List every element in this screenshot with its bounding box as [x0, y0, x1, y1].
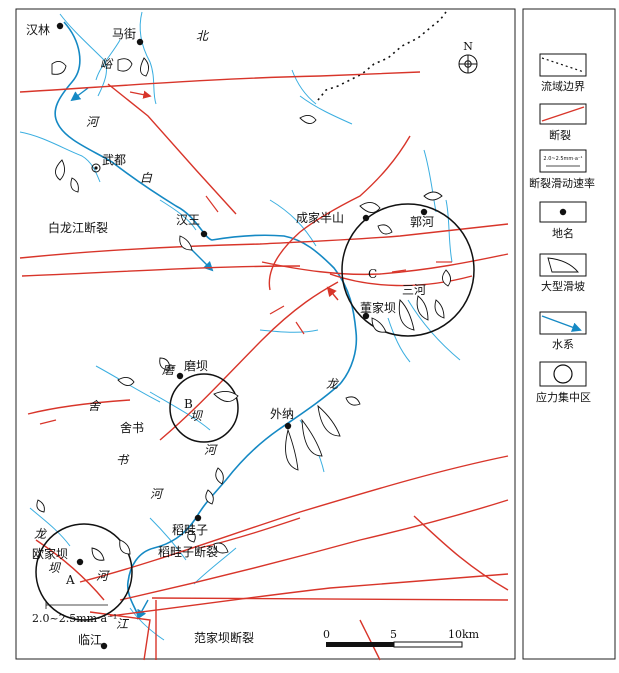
place-label-sanhe: 三河 [402, 283, 426, 297]
river-char-ba: 坝 [190, 409, 204, 423]
river-flow-arrow-3 [137, 599, 149, 620]
stress-zone-c-label: C [368, 267, 377, 281]
place-wudu-marker [91, 163, 101, 173]
fault-label-daoweizi: 稻畦子断裂 [158, 544, 218, 559]
place-label-dongjiaba: 董家坝 [360, 300, 396, 315]
river-char-he-2: 河 [204, 443, 218, 457]
bailong-river [54, 21, 358, 617]
fault-label-bailongjiang: 白龙江断裂 [48, 220, 108, 235]
place-dots [56, 22, 428, 650]
river-char-long-1: 龙 [326, 377, 340, 391]
fault-slip-indicators [39, 90, 452, 425]
river-char-yu: 峪 [100, 57, 114, 71]
place-label-waina: 外纳 [270, 407, 294, 421]
river-char-he-4: 河 [96, 569, 110, 583]
place-label-guohe: 郭河 [410, 215, 434, 229]
place-label-daoweizi: 稻畦子 [172, 523, 208, 537]
scale-mid: 5 [390, 628, 397, 641]
north-label: N [463, 40, 473, 53]
place-label-wudu: 武都 [102, 153, 126, 167]
river-char-she: 舍 [88, 399, 102, 413]
scale-end: 10km [448, 628, 480, 641]
place-label-chengjiabanshan: 成家半山 [296, 210, 344, 225]
stress-zone-c [341, 203, 475, 337]
river-char-bei: 北 [196, 29, 210, 43]
legend-label-rate: 断裂滑动速率 [529, 176, 595, 190]
place-label-sheshu: 舍书 [120, 420, 144, 435]
place-labels: 汉林 马街 武都 汉王 成家半山 郭河 三河 董家坝 磨坝 外纳 舍书 稻畦子 … [26, 23, 434, 647]
legend-label-landslide: 大型滑坡 [541, 279, 585, 293]
scale-zero: 0 [323, 628, 330, 641]
river-labels: 北 峪 河 白 磨 坝 河 舍 书 龙 河 龙 坝 河 江 [34, 29, 340, 631]
river-char-mo: 磨 [162, 363, 176, 377]
legend-label-fault: 断裂 [549, 128, 571, 142]
legend: 流域边界 断裂 2.0~2.5mm·a⁻¹ 断裂滑动速率 地名 大型滑坡 水系 … [529, 53, 595, 404]
river-char-he-1: 河 [86, 115, 100, 129]
place-label-oujiaba: 欧家坝 [32, 546, 68, 561]
place-label-linjiang: 临江 [78, 633, 102, 647]
river-char-long-2: 龙 [34, 527, 48, 541]
slip-rate-label: 2.0~2.5mm·a⁻¹ [32, 612, 117, 625]
river-char-bai: 白 [140, 171, 153, 185]
fault-direction-arrow [326, 286, 339, 301]
legend-rate-sample: 2.0~2.5mm·a⁻¹ [543, 156, 582, 162]
stress-zone-a [35, 523, 133, 621]
legend-label-boundary: 流域边界 [541, 79, 585, 93]
river-flow-arrow-1 [70, 87, 89, 102]
landslides [36, 57, 451, 561]
place-label-moba: 磨坝 [184, 359, 208, 373]
river-char-he-3: 河 [150, 487, 164, 501]
slip-rate-annotation: 2.0~2.5mm·a⁻¹ [32, 601, 117, 625]
river-char-ba-2: 坝 [48, 561, 62, 575]
legend-frame [522, 8, 616, 660]
river-char-jiang: 江 [116, 617, 130, 631]
river-char-shu: 书 [116, 453, 130, 467]
scale-bar: 0 5 10km [323, 628, 480, 648]
legend-label-stress: 应力集中区 [536, 390, 591, 404]
fault-label-fanjiaba: 范家坝断裂 [194, 630, 254, 645]
stress-zone-a-label: A [65, 573, 75, 587]
place-label-hanwang: 汉王 [176, 213, 200, 227]
place-label-majie: 马街 [112, 27, 136, 41]
north-arrow: N [458, 40, 478, 74]
legend-label-place: 地名 [552, 226, 574, 240]
basin-boundary [317, 11, 447, 101]
stress-zone-b-label: B [184, 397, 193, 411]
place-label-hanlin: 汉林 [26, 23, 50, 37]
legend-label-river: 水系 [552, 338, 574, 351]
stress-zone-b [169, 373, 239, 443]
faults [19, 71, 509, 661]
map-frame [15, 8, 516, 660]
tributaries [19, 11, 461, 641]
